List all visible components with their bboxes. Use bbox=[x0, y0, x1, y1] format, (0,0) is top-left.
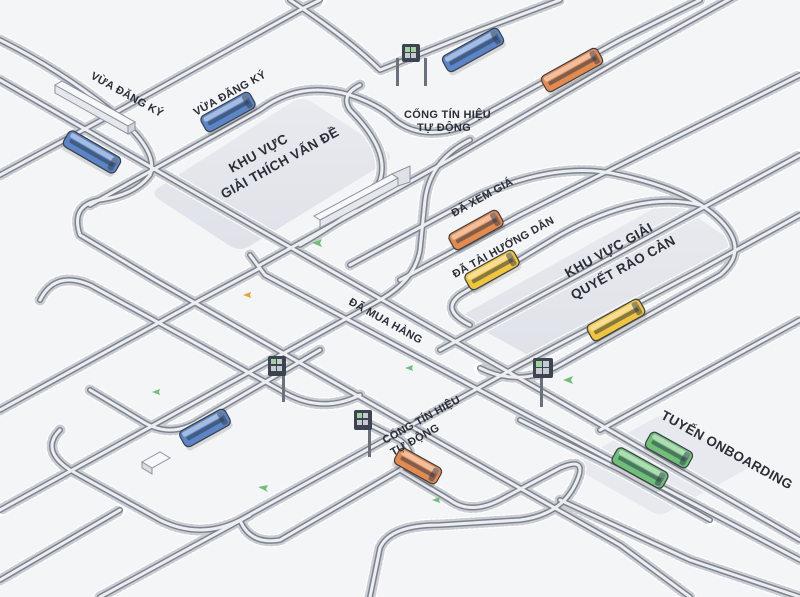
track-inner bbox=[450, 199, 702, 327]
label-signal-gate-top-line1: CỔNG TÍN HIỆU bbox=[404, 108, 491, 121]
zone-solve-barrier bbox=[464, 202, 743, 359]
train-icon bbox=[179, 408, 233, 451]
label-da-xem-gia: ĐÃ XEM GIÁ bbox=[449, 175, 515, 220]
train-icon bbox=[200, 91, 258, 136]
train-icon bbox=[464, 249, 522, 294]
track-inner bbox=[558, 498, 800, 597]
zone-explain-problem bbox=[154, 99, 390, 249]
track-inner bbox=[0, 38, 692, 597]
train-icon bbox=[540, 47, 605, 96]
track-inner bbox=[0, 0, 322, 177]
signal-gates bbox=[268, 44, 553, 457]
train-icon bbox=[448, 209, 506, 254]
track-inner bbox=[98, 513, 252, 597]
track-inner bbox=[368, 462, 582, 597]
track-inner bbox=[88, 0, 702, 207]
train-icon bbox=[643, 431, 694, 472]
train-icon bbox=[60, 130, 122, 177]
track-inner bbox=[298, 83, 384, 247]
train-icon bbox=[392, 447, 443, 488]
platform-icon bbox=[141, 451, 171, 475]
track-arrow-icon bbox=[563, 376, 573, 384]
track-inner bbox=[0, 266, 262, 412]
track-inner bbox=[0, 508, 122, 582]
track-arrow-icon bbox=[312, 239, 322, 247]
track-inner bbox=[518, 418, 712, 522]
track-inner bbox=[438, 153, 800, 352]
track-inner bbox=[38, 278, 362, 406]
track-arrow-icon bbox=[243, 292, 251, 298]
track-inner bbox=[288, 0, 562, 72]
track-arrow-icon bbox=[405, 365, 413, 371]
signal-gate-icon bbox=[268, 356, 286, 402]
train-icon bbox=[586, 298, 648, 345]
track-arrow-icon bbox=[258, 485, 268, 492]
track-arrows bbox=[152, 239, 573, 503]
train-icon bbox=[441, 27, 506, 76]
platform-icon bbox=[313, 165, 411, 229]
track-arrow-icon bbox=[152, 389, 160, 395]
signal-gate-icon bbox=[354, 410, 372, 457]
signal-gate-icon bbox=[533, 358, 553, 407]
train-icon bbox=[609, 447, 669, 492]
track-inner bbox=[0, 78, 800, 542]
track-inner bbox=[258, 0, 732, 267]
signal-gate-icon bbox=[396, 44, 427, 86]
track-arrow-icon bbox=[432, 497, 440, 503]
platforms bbox=[53, 80, 411, 475]
platform-icon bbox=[53, 80, 137, 135]
trains bbox=[60, 27, 694, 492]
label-signal-gate-top-line2: TỰ ĐỘNG bbox=[417, 121, 471, 134]
track-inner bbox=[598, 318, 800, 432]
